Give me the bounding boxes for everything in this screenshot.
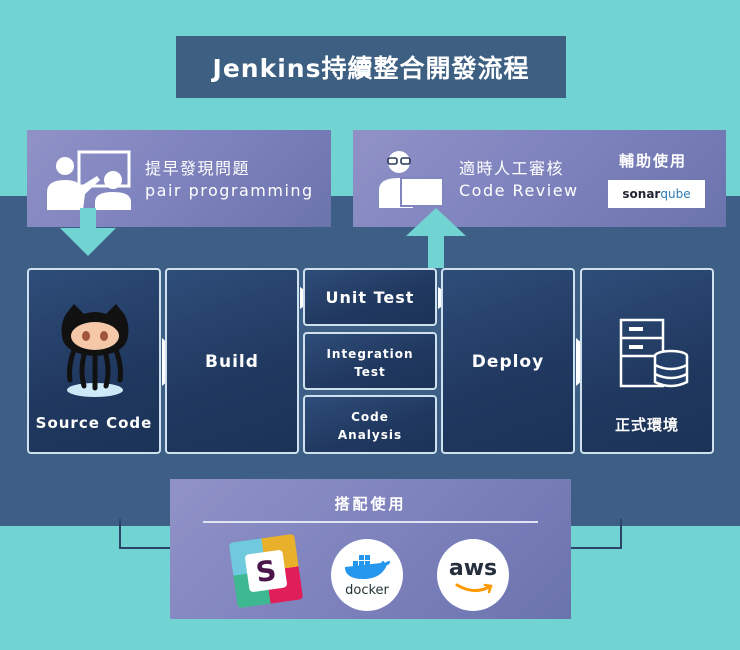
docker-logo: docker xyxy=(331,539,403,611)
slack-logo-letter: S xyxy=(244,549,288,593)
deploy-label: Deploy xyxy=(471,352,545,372)
sonarqube-logo-text-b: qube xyxy=(660,187,691,201)
review-text-line1: 適時人工審核 xyxy=(459,159,565,178)
aws-logo: aws xyxy=(437,539,509,611)
integration-test-label: Integration Test xyxy=(305,345,435,381)
docker-whale-icon xyxy=(345,555,390,579)
right-bracket xyxy=(566,519,622,549)
tools-label: 搭配使用 xyxy=(334,495,407,513)
github-octocat-icon xyxy=(61,304,129,397)
page-title: Jenkins持續整合開發流程 xyxy=(176,36,566,98)
review-text: 適時人工審核 Code Review xyxy=(459,158,579,202)
code-analysis-label-line1: Code xyxy=(351,410,389,424)
reviewer-icon xyxy=(379,151,444,208)
pair-text-line1: 提早發現問題 xyxy=(145,159,251,178)
stage-build: Build xyxy=(165,268,299,454)
code-analysis-label: Code Analysis xyxy=(305,408,435,444)
sonarqube-logo-text-a: sonar xyxy=(622,187,661,201)
stage-production: 正式環境 xyxy=(580,268,714,454)
stage-integration-test: Integration Test xyxy=(303,332,437,390)
production-label: 正式環境 xyxy=(614,416,679,434)
pair-programming-icon xyxy=(47,150,131,210)
docker-logo-text: docker xyxy=(345,583,389,598)
unit-test-label: Unit Test xyxy=(325,288,415,307)
tools-panel: 搭配使用 S docker aws xyxy=(170,479,571,619)
left-bracket xyxy=(119,519,175,549)
pair-text: 提早發現問題 pair programming xyxy=(145,158,314,202)
slack-logo: S xyxy=(228,533,304,609)
source-code-label: Source Code xyxy=(35,414,153,432)
stage-deploy: Deploy xyxy=(441,268,575,454)
stage-source-code: Source Code xyxy=(27,268,161,454)
aux-tool-label: 輔助使用 xyxy=(619,152,688,170)
integration-test-label-line2: Test xyxy=(354,365,386,379)
down-arrow-icon xyxy=(60,208,116,256)
build-label: Build xyxy=(205,352,259,372)
pair-text-line2: pair programming xyxy=(145,181,314,200)
tools-divider xyxy=(203,521,538,523)
up-arrow-icon xyxy=(406,208,466,268)
stage-unit-test: Unit Test xyxy=(303,268,437,326)
pair-programming-panel: 提早發現問題 pair programming xyxy=(27,130,331,227)
stage-code-analysis: Code Analysis xyxy=(303,395,437,454)
aws-smile-icon xyxy=(455,583,493,594)
review-text-line2: Code Review xyxy=(459,181,579,200)
server-database-icon xyxy=(619,318,689,388)
aws-logo-text: aws xyxy=(448,556,498,581)
code-analysis-label-line2: Analysis xyxy=(337,428,403,442)
integration-test-label-line1: Integration xyxy=(326,347,414,361)
